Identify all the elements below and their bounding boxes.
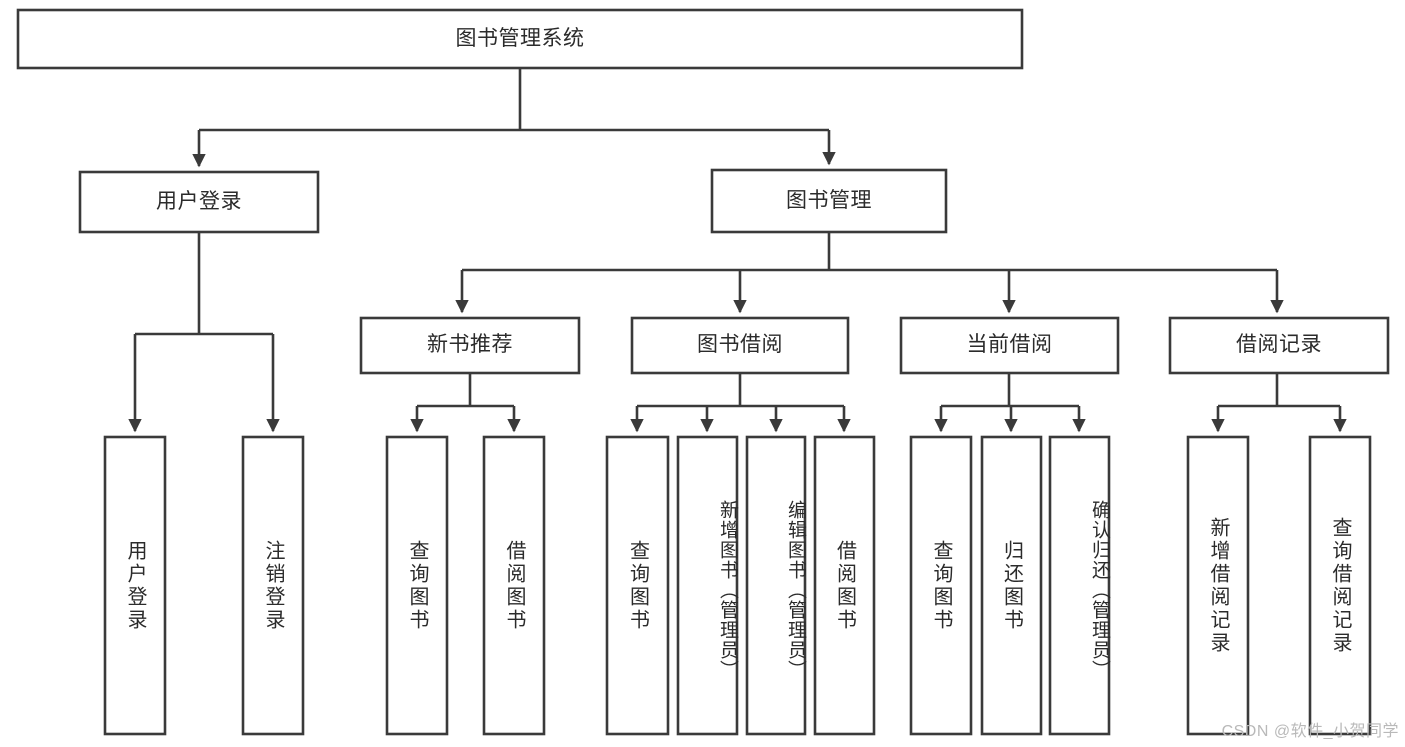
- node-box-leaf-edit-book[interactable]: [745, 435, 807, 736]
- node-box-leaf-return-book[interactable]: [980, 435, 1043, 736]
- node-box-book-borrow[interactable]: [630, 316, 850, 375]
- node-box-leaf-add-book[interactable]: [676, 435, 739, 736]
- node-box-leaf-query-book-1[interactable]: [385, 435, 449, 736]
- node-box-current-borrow[interactable]: [899, 316, 1120, 375]
- node-box-book-manage[interactable]: [710, 168, 948, 234]
- node-box-leaf-confirm-return[interactable]: [1048, 435, 1111, 736]
- node-box-leaf-borrow-book-2[interactable]: [813, 435, 876, 736]
- node-box-leaf-logout[interactable]: [241, 435, 305, 736]
- node-box-root[interactable]: [16, 8, 1024, 70]
- node-box-leaf-borrow-book-1[interactable]: [482, 435, 546, 736]
- node-box-borrow-record[interactable]: [1168, 316, 1390, 375]
- node-box-user-login[interactable]: [78, 170, 320, 234]
- node-box-leaf-user-login[interactable]: [103, 435, 167, 736]
- node-box-leaf-query-book-2[interactable]: [605, 435, 670, 736]
- node-box-leaf-add-record[interactable]: [1186, 435, 1250, 736]
- node-box-leaf-query-record[interactable]: [1308, 435, 1372, 736]
- node-box-leaf-query-book-3[interactable]: [909, 435, 973, 736]
- csdn-watermark: CSDN @软件_小贺同学: [1221, 723, 1399, 740]
- node-box-new-book-recommend[interactable]: [359, 316, 581, 375]
